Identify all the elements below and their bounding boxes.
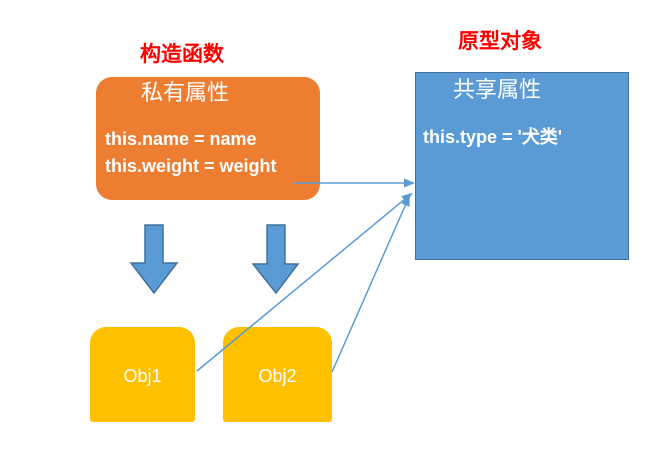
prototype-box: 共享属性 this.type = '犬类' (415, 72, 629, 260)
down-arrow-to-obj1-icon (129, 224, 179, 295)
object-box-obj1: Obj1 (90, 327, 195, 422)
constructor-code-block: this.name = name this.weight = weight (105, 126, 277, 180)
object-label-obj2: Obj2 (258, 366, 297, 386)
object-box-obj2: Obj2 (223, 327, 332, 422)
connector-obj2-to-prototype (331, 195, 410, 373)
constructor-title: 构造函数 (140, 43, 224, 66)
constructor-box: 私有属性 this.name = name this.weight = weig… (96, 77, 320, 200)
constructor-code-line-2: this.weight = weight (105, 156, 277, 176)
prototype-code-block: this.type = '犬类' (423, 124, 562, 151)
constructor-box-heading: 私有属性 (141, 80, 230, 105)
constructor-code-line-1: this.name = name (105, 129, 257, 149)
object-label-obj1: Obj1 (123, 366, 162, 386)
prototype-code-line-1: this.type = '犬类' (423, 127, 563, 147)
prototype-title: 原型对象 (458, 30, 542, 53)
prototype-box-heading: 共享属性 (453, 77, 542, 102)
down-arrow-to-obj2-icon (251, 224, 300, 295)
